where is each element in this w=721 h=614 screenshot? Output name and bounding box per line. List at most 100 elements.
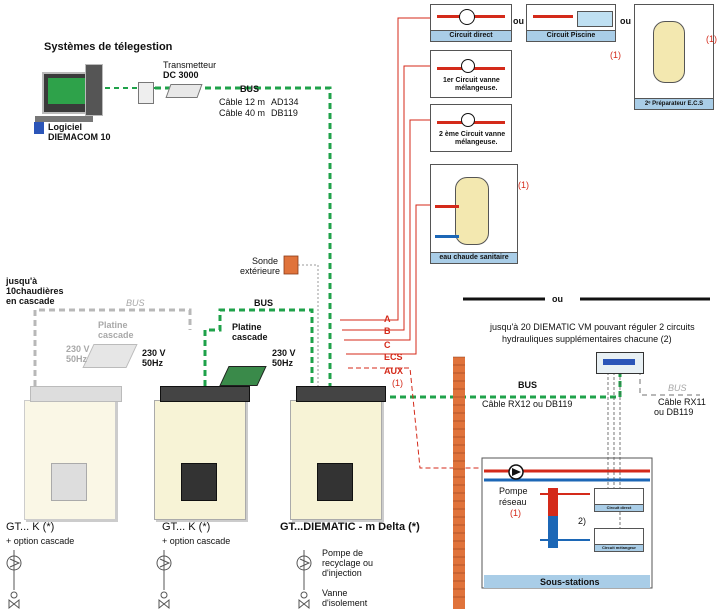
boiler-2 (154, 400, 246, 520)
output-b: B (384, 326, 391, 336)
boiler-1-control (30, 386, 122, 402)
diematic-vm-icon (596, 352, 644, 374)
boiler-1-option: + option cascade (6, 536, 75, 546)
substation-note-2: 2) (578, 516, 587, 526)
diematic-bus-right: BUS (668, 383, 687, 393)
sonde-label-2: extérieure (240, 266, 281, 276)
cable2-ref: DB119 (271, 108, 298, 118)
boiler-1-power-1: 230 V (66, 344, 90, 354)
ecs-label: eau chaude sanitaire (431, 252, 517, 263)
panel-circuit-melangeur-2: 2 ème Circuit vanne mélangeuse. (430, 104, 512, 152)
transmitter-icon (165, 84, 203, 98)
transmitter-label-1: Transmetteur (163, 60, 217, 70)
bus-line-diematic (380, 370, 622, 399)
computer-tower-icon (85, 64, 103, 116)
brick-wall (453, 356, 465, 609)
cascade-label-2: 10chaudières (6, 286, 64, 296)
output-ecs: ECS (384, 352, 403, 362)
diematic-text-2: hydrauliques supplémentaires chacune (2) (502, 334, 672, 344)
boiler-3-control (296, 386, 386, 402)
mini-panel-mixer-label: Circuit mélangeur (595, 544, 643, 551)
bus-gray-label: BUS (126, 298, 145, 308)
mel2-label-2: mélangeuse. (455, 139, 498, 146)
legend-icons (6, 550, 312, 610)
substation-pump-1: Pompe (499, 486, 528, 496)
panel-circuit-direct: Circuit direct (430, 4, 512, 42)
mel1-label-1: 1er Circuit vanne (443, 77, 500, 84)
circuit-direct-label: Circuit direct (431, 30, 511, 41)
cascade-label-1: jusqu'à (6, 276, 38, 286)
bus-line-gray (33, 308, 192, 386)
boiler-2-power-1: 230 V (142, 348, 166, 358)
boiler-2-power-2: 50Hz (142, 358, 164, 368)
ou-1: ou (513, 16, 524, 26)
platine-gray-2: cascade (98, 330, 134, 340)
mini-panel-mixer: Circuit mélangeur (594, 528, 644, 552)
software-label-1: Logiciel (48, 122, 83, 132)
circuit-piscine-label: Circuit Piscine (527, 30, 615, 41)
substation-piping (481, 457, 653, 589)
panel-circuit-melangeur-1: 1er Circuit vanne mélangeuse. (430, 50, 512, 98)
boiler-3 (290, 400, 382, 520)
platine-label-2: cascade (232, 332, 268, 342)
divider-ou: ou (552, 294, 563, 304)
boiler-1-power-2: 50Hz (66, 354, 88, 364)
legend-pump-3: d'injection (322, 568, 362, 578)
software-label-2: DIEMACOM 10 (48, 132, 111, 142)
mel2-label-1: 2 ème Circuit vanne (439, 131, 506, 138)
boiler-3-power-1: 230 V (272, 348, 296, 358)
bus-line-platine (203, 308, 314, 386)
cable1-ref: AD134 (271, 97, 299, 107)
cable-right-2: ou DB119 (654, 407, 694, 417)
aux-note: (1) (392, 378, 403, 388)
bus-line-main (155, 86, 332, 386)
bus-top-label: BUS (240, 84, 260, 94)
bus-line-gray-right (639, 370, 700, 396)
keyboard-icon (35, 116, 93, 122)
red-connections (340, 17, 480, 469)
sonde-line (294, 264, 319, 386)
panel-ecs2: 2ᵉ Préparateur E.C.S (634, 4, 714, 110)
output-a: A (384, 314, 391, 324)
diematic-cable-label: Câble RX12 ou DB119 (482, 399, 573, 409)
mini-panel-direct: Circuit direct (594, 488, 644, 512)
note-1a: (1) (610, 50, 621, 60)
substation-pump-note: (1) (510, 508, 521, 518)
substation-pump-2: réseau (499, 497, 527, 507)
ecs2-label: 2ᵉ Préparateur E.C.S (635, 98, 713, 109)
legend-pump-1: Pompe de (322, 548, 364, 558)
legend-valve-1: Vanne (322, 588, 348, 598)
boiler-2-name: GT... K (*) (162, 521, 211, 533)
boiler-cascade-gray (24, 400, 116, 520)
panel-ecs: eau chaude sanitaire (430, 164, 518, 264)
panel-circuit-piscine: Circuit Piscine (526, 4, 616, 42)
platine-label-1: Platine (232, 322, 262, 332)
boiler-2-option: + option cascade (162, 536, 231, 546)
diematic-bus-label: BUS (518, 380, 538, 390)
transmitter-label-2: DC 3000 (163, 70, 199, 80)
cable2-label: Câble 40 m (219, 108, 266, 118)
boiler-3-name: GT...DIEMATIC - m Delta (*) (280, 521, 420, 533)
ou-2: ou (620, 16, 631, 26)
bus-black-label: BUS (254, 298, 274, 308)
legend-pump-2: recyclage ou (322, 558, 374, 568)
software-icon (34, 122, 44, 134)
cable-right-1: Câble RX11 (658, 397, 706, 407)
boiler-1-name: GT... K (*) (6, 521, 55, 533)
diematic-text-1: jusqu'à 20 DIEMATIC VM pouvant réguler 2… (490, 322, 695, 332)
mel1-label-2: mélangeuse. (455, 85, 498, 92)
note-1b: (1) (706, 34, 717, 44)
sonde-label-1: Sonde (252, 256, 279, 266)
platine-gray-1: Platine (98, 320, 128, 330)
legend-valve-2: d'isolement (322, 598, 368, 608)
substation-title: Sous-stations (540, 577, 600, 587)
telegestion-title: Systèmes de télegestion (44, 41, 173, 53)
cascade-label-3: en cascade (6, 296, 55, 306)
output-c: C (384, 340, 391, 350)
cable1-label: Câble 12 m (219, 97, 266, 107)
output-aux: AUX (384, 366, 404, 376)
note-1c: (1) (518, 180, 529, 190)
boiler-3-power-2: 50Hz (272, 358, 294, 368)
mini-panel-direct-label: Circuit direct (595, 504, 643, 511)
